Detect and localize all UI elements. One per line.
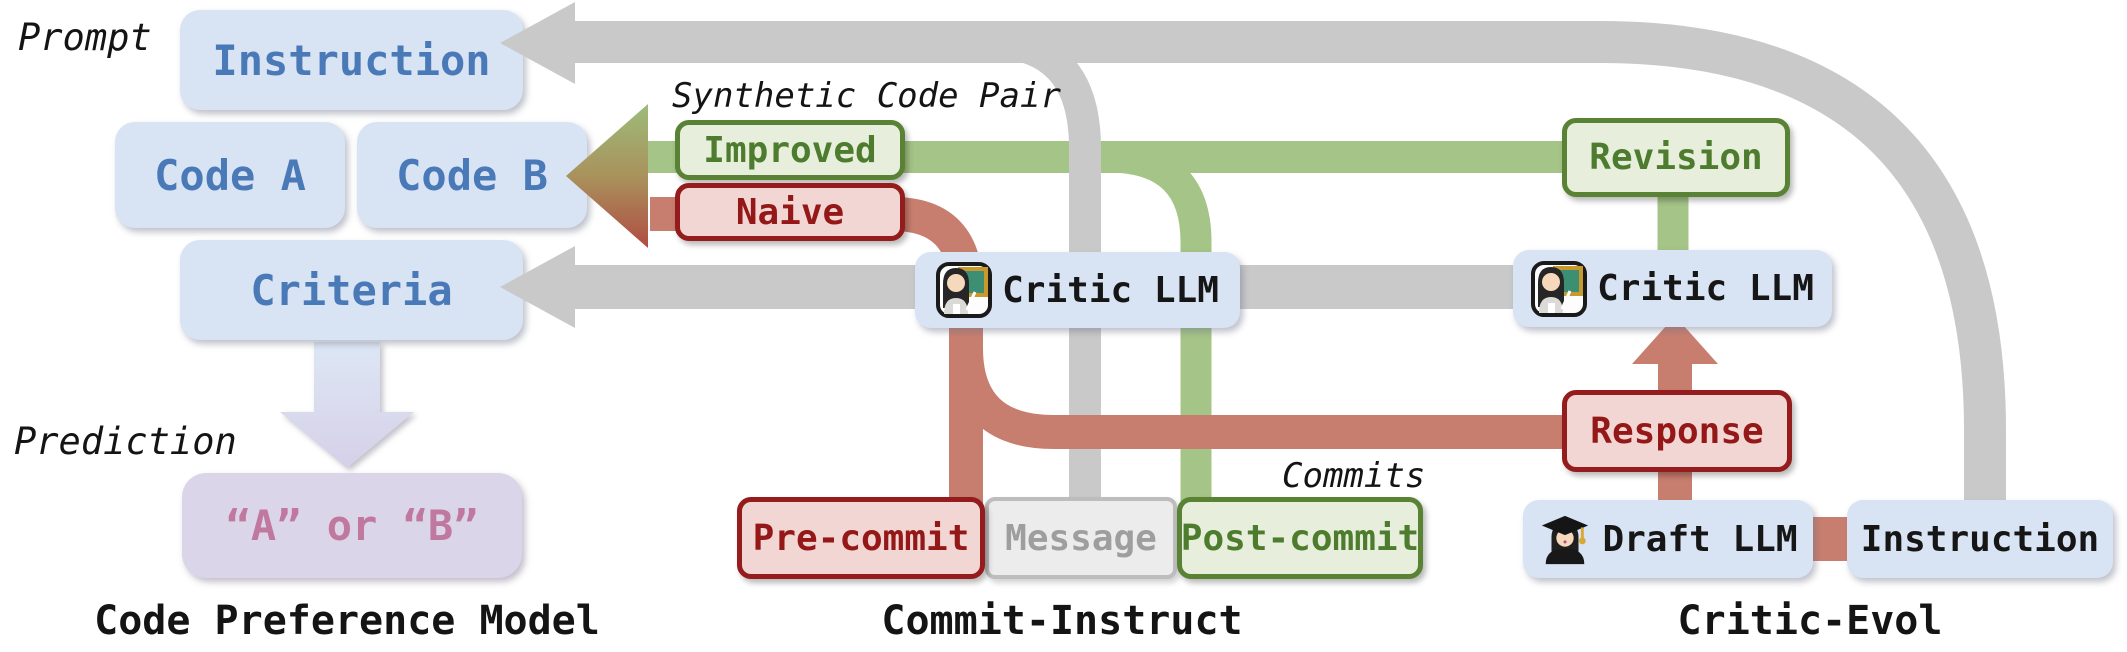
box-critic-llm-middle: Critic LLM bbox=[915, 252, 1240, 328]
box-code-b: Code B bbox=[357, 122, 587, 228]
gray-loop-instruction bbox=[573, 21, 2006, 503]
response-label: Response bbox=[1590, 410, 1764, 452]
box-code-a: Code A bbox=[115, 122, 345, 228]
prediction-annotation: Prediction bbox=[14, 420, 237, 463]
criteria-label: Criteria bbox=[250, 265, 453, 315]
box-revision: Revision bbox=[1562, 118, 1790, 197]
box-criteria: Criteria bbox=[180, 240, 523, 340]
box-improved: Improved bbox=[675, 120, 905, 180]
improved-label: Improved bbox=[703, 129, 877, 171]
box-pre-commit: Pre-commit bbox=[737, 497, 985, 579]
critic-llm-middle-label: Critic LLM bbox=[1002, 269, 1219, 311]
pre-commit-label: Pre-commit bbox=[752, 517, 970, 559]
red-arrowhead-response-critic bbox=[1632, 316, 1718, 364]
commits-annotation: Commits bbox=[1282, 456, 1426, 496]
gray-pipe-message bbox=[885, 25, 1101, 542]
woman-graduate-icon bbox=[1542, 515, 1589, 565]
woman-teacher-icon bbox=[1531, 260, 1588, 317]
merged-arrowhead-into-code-b bbox=[566, 104, 648, 248]
box-prediction-value: “A” or “B” bbox=[182, 473, 522, 578]
revision-label: Revision bbox=[1589, 137, 1763, 178]
code-b-label: Code B bbox=[396, 150, 548, 200]
box-message: Message bbox=[985, 497, 1177, 579]
box-critic-llm-right: Critic LLM bbox=[1513, 250, 1832, 327]
woman-teacher-icon bbox=[936, 262, 993, 318]
box-response: Response bbox=[1562, 390, 1792, 472]
prompt-annotation: Prompt bbox=[18, 16, 152, 59]
section-label-critic-evol: Critic-Evol bbox=[1677, 598, 1943, 644]
post-commit-label: Post-commit bbox=[1180, 517, 1420, 559]
gray-arrowhead-into-criteria bbox=[500, 246, 575, 328]
synthetic-code-pair-annotation: Synthetic Code Pair bbox=[672, 76, 1061, 116]
draft-llm-label: Draft LLM bbox=[1602, 518, 1798, 560]
gray-arrowhead-into-instruction bbox=[500, 2, 575, 84]
red-band-response bbox=[949, 347, 1563, 449]
instruction-evol-label: Instruction bbox=[1860, 518, 2100, 560]
red-connector-draft-instruction bbox=[1806, 517, 1852, 561]
green-pipe-post-commit bbox=[1107, 141, 1212, 542]
message-label: Message bbox=[1005, 517, 1157, 559]
critic-llm-right-label: Critic LLM bbox=[1597, 268, 1814, 309]
box-post-commit: Post-commit bbox=[1177, 497, 1423, 579]
box-naive: Naive bbox=[675, 183, 905, 241]
instruction-label: Instruction bbox=[212, 35, 491, 85]
box-draft-llm: Draft LLM bbox=[1523, 500, 1813, 578]
section-label-commit-instruct: Commit-Instruct bbox=[881, 598, 1243, 644]
naive-label: Naive bbox=[735, 191, 845, 233]
box-instruction-evol: Instruction bbox=[1847, 500, 2113, 578]
section-label-code-preference-model: Code Preference Model bbox=[94, 598, 600, 644]
box-instruction-prompt: Instruction bbox=[180, 10, 523, 110]
down-arrow-criteria-prediction bbox=[280, 342, 414, 468]
prediction-value-label: “A” or “B” bbox=[225, 501, 479, 550]
code-a-label: Code A bbox=[154, 150, 306, 200]
